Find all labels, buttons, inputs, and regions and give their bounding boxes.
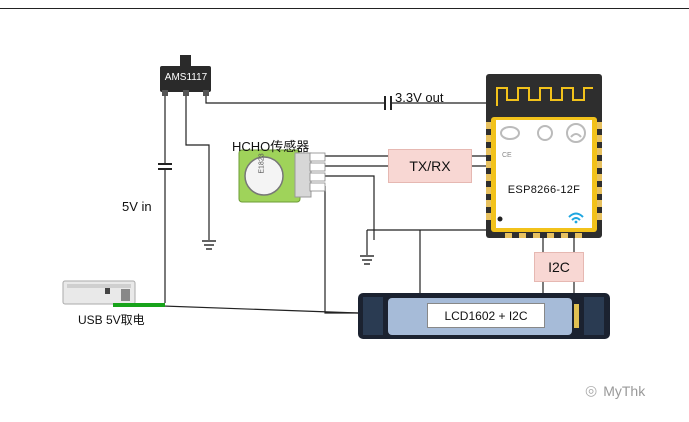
top-border-line bbox=[0, 8, 689, 9]
wire-3v3-left bbox=[205, 90, 384, 104]
wire-regulator-ground bbox=[185, 90, 210, 240]
esp-pins bbox=[486, 122, 602, 238]
wifi-badge-icon bbox=[566, 123, 586, 143]
lcd-label: LCD1602 + I2C bbox=[444, 308, 528, 323]
esp8266-module bbox=[486, 74, 602, 238]
esp-pin bbox=[486, 135, 491, 142]
sensor-chip-text: E1823 bbox=[258, 153, 266, 174]
lcd-label-box: LCD1602 + I2C bbox=[427, 303, 545, 328]
usb-connector bbox=[62, 280, 165, 307]
fcc-logo-icon bbox=[537, 125, 553, 141]
esp-pin bbox=[486, 174, 491, 181]
esp-pin bbox=[575, 233, 582, 238]
label-5v-in: 5V in bbox=[122, 199, 152, 214]
esp-label: ESP8266-12F bbox=[507, 184, 581, 196]
wire-sensor-pin3 bbox=[325, 175, 375, 240]
esp-pin bbox=[486, 187, 491, 194]
wechat-icon: ◎ bbox=[585, 382, 598, 398]
antenna-trace-icon bbox=[496, 87, 593, 106]
txrx-label: TX/RX bbox=[409, 158, 451, 174]
esp-pin bbox=[486, 200, 491, 207]
watermark-text: MyThk bbox=[603, 382, 646, 399]
label-hcho-sensor: HCHO传感器 bbox=[232, 139, 310, 154]
esp-pin bbox=[486, 148, 491, 155]
esp-pin bbox=[547, 233, 554, 238]
esp-pin bbox=[597, 135, 602, 142]
capacitor-3v3 bbox=[384, 96, 392, 110]
wifi-icon bbox=[568, 212, 584, 224]
esp-pin bbox=[486, 122, 491, 129]
txrx-label-box: TX/RX bbox=[388, 149, 472, 183]
esp-pin bbox=[597, 187, 602, 194]
wire-sensor-pin4 bbox=[324, 186, 358, 314]
ce-mark: CE bbox=[502, 152, 512, 159]
ground-symbol-regulator bbox=[202, 240, 216, 250]
ams1117-regulator bbox=[160, 55, 211, 96]
pin1-dot-icon bbox=[497, 216, 503, 222]
ground-symbol-right bbox=[360, 255, 374, 265]
esp-pin bbox=[486, 161, 491, 168]
esp-pin bbox=[597, 148, 602, 155]
esp-pin bbox=[597, 174, 602, 181]
esp-pin bbox=[561, 233, 568, 238]
esp-pin bbox=[597, 213, 602, 220]
esp-pin bbox=[533, 233, 540, 238]
label-3v3-out: 3.3V out bbox=[395, 90, 444, 105]
esp-pin bbox=[505, 233, 512, 238]
esp-pin bbox=[597, 122, 602, 129]
i2c-label: I2C bbox=[548, 259, 570, 275]
label-usb: USB 5V取电 bbox=[78, 313, 145, 327]
wire-usb-lcd bbox=[134, 304, 359, 314]
watermark: ◎ MyThk bbox=[585, 382, 645, 399]
i2c-label-box: I2C bbox=[534, 252, 584, 282]
cert-logo-icon bbox=[500, 126, 520, 140]
regulator-label: AMS1117 bbox=[164, 72, 208, 83]
esp-pin bbox=[597, 200, 602, 207]
capacitor-5v bbox=[158, 163, 172, 170]
hcho-sensor-board bbox=[238, 149, 326, 203]
esp-pin bbox=[597, 161, 602, 168]
esp-pin bbox=[519, 233, 526, 238]
esp-pin bbox=[486, 213, 491, 220]
